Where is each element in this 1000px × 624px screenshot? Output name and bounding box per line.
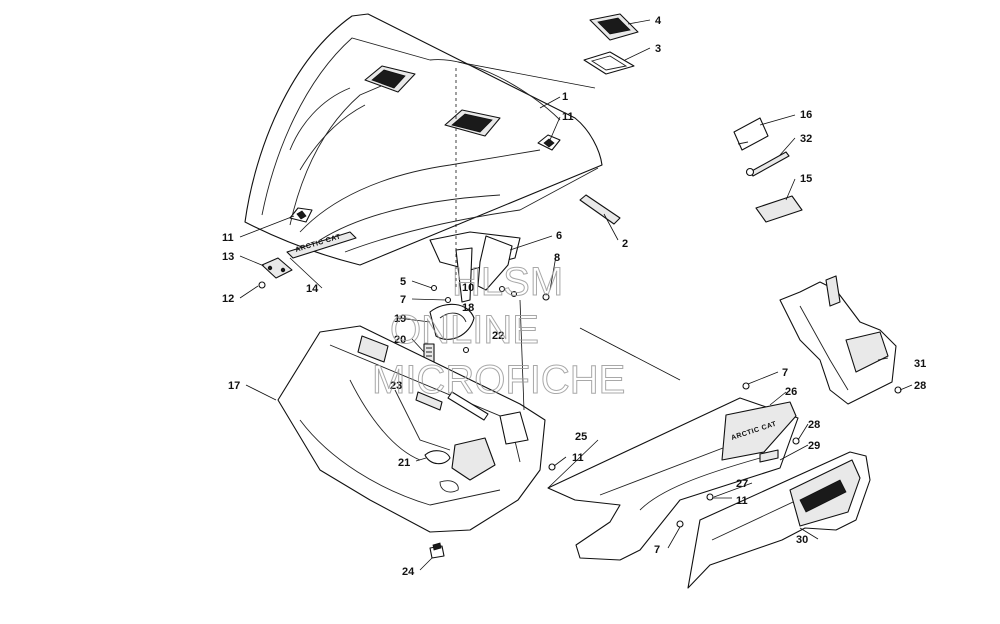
callout-13: 13	[222, 251, 234, 263]
drain-plug-part	[429, 542, 445, 559]
callout-27: 27	[736, 478, 748, 490]
callout-10: 10	[462, 282, 474, 294]
callout-12: 12	[222, 293, 234, 305]
callout-31: 31	[914, 358, 926, 370]
callout-7: 7	[782, 367, 788, 379]
vent-cover-part	[589, 13, 639, 41]
callout-18: 18	[462, 302, 474, 314]
callout-17: 17	[228, 380, 240, 392]
callout-19: 19	[394, 313, 406, 325]
callout-1: 1	[562, 91, 568, 103]
side-panel-part: ARCTIC CAT	[547, 397, 799, 561]
callout-32: 32	[800, 133, 812, 145]
callout-7: 7	[654, 544, 660, 556]
watermark: HLSM ONLINE MICROFICHE	[372, 260, 626, 403]
hinge-assembly-part	[423, 303, 475, 365]
callout-25: 25	[575, 431, 587, 443]
callout-15: 15	[800, 173, 812, 185]
callout-23: 23	[390, 380, 402, 392]
callout-20: 20	[394, 334, 406, 346]
wrench-part	[745, 151, 790, 177]
bin-screw-part	[548, 463, 556, 471]
callout-21: 21	[398, 457, 410, 469]
decal-sheet-part	[755, 195, 803, 223]
lower-panel-part	[687, 451, 871, 589]
watermark-line-3: MICROFICHE	[372, 358, 625, 402]
callout-14: 14	[306, 283, 319, 295]
callout-28: 28	[914, 380, 926, 392]
callout-8: 8	[554, 252, 560, 264]
callout-6: 6	[556, 230, 562, 242]
callout-11: 11	[562, 111, 574, 123]
callout-3: 3	[655, 43, 661, 55]
support-bracket-part	[455, 235, 513, 303]
callout-24: 24	[402, 566, 415, 578]
callout-7: 7	[400, 294, 406, 306]
callout-26: 26	[785, 386, 797, 398]
watermark-line-1: HLSM	[452, 260, 563, 304]
watermark-line-2: ONLINE	[390, 308, 539, 352]
screw-part	[258, 281, 266, 289]
bracket-part	[261, 257, 293, 279]
callout-29: 29	[808, 440, 820, 452]
callout-4: 4	[655, 15, 662, 27]
callout-11: 11	[222, 232, 234, 244]
callout-5: 5	[400, 276, 406, 288]
callout-30: 30	[796, 534, 808, 546]
leader-lines	[239, 19, 913, 571]
callout-labels: 4 3 1 11 16 32 15 2 6 8 11 13 12 14 5 10…	[222, 15, 926, 578]
strip-part	[579, 194, 621, 225]
storage-bin-part	[277, 325, 546, 533]
hood-part	[244, 13, 603, 271]
callout-11: 11	[736, 495, 748, 507]
shroud-screws-part	[676, 382, 902, 528]
callout-16: 16	[800, 109, 812, 121]
callout-28: 28	[808, 419, 820, 431]
vent-gasket-part	[583, 51, 635, 75]
callout-11: 11	[572, 452, 584, 464]
side-shroud-part	[779, 275, 897, 405]
callout-22: 22	[492, 330, 504, 342]
tool-pouch-part	[733, 117, 769, 151]
callout-2: 2	[622, 238, 628, 250]
